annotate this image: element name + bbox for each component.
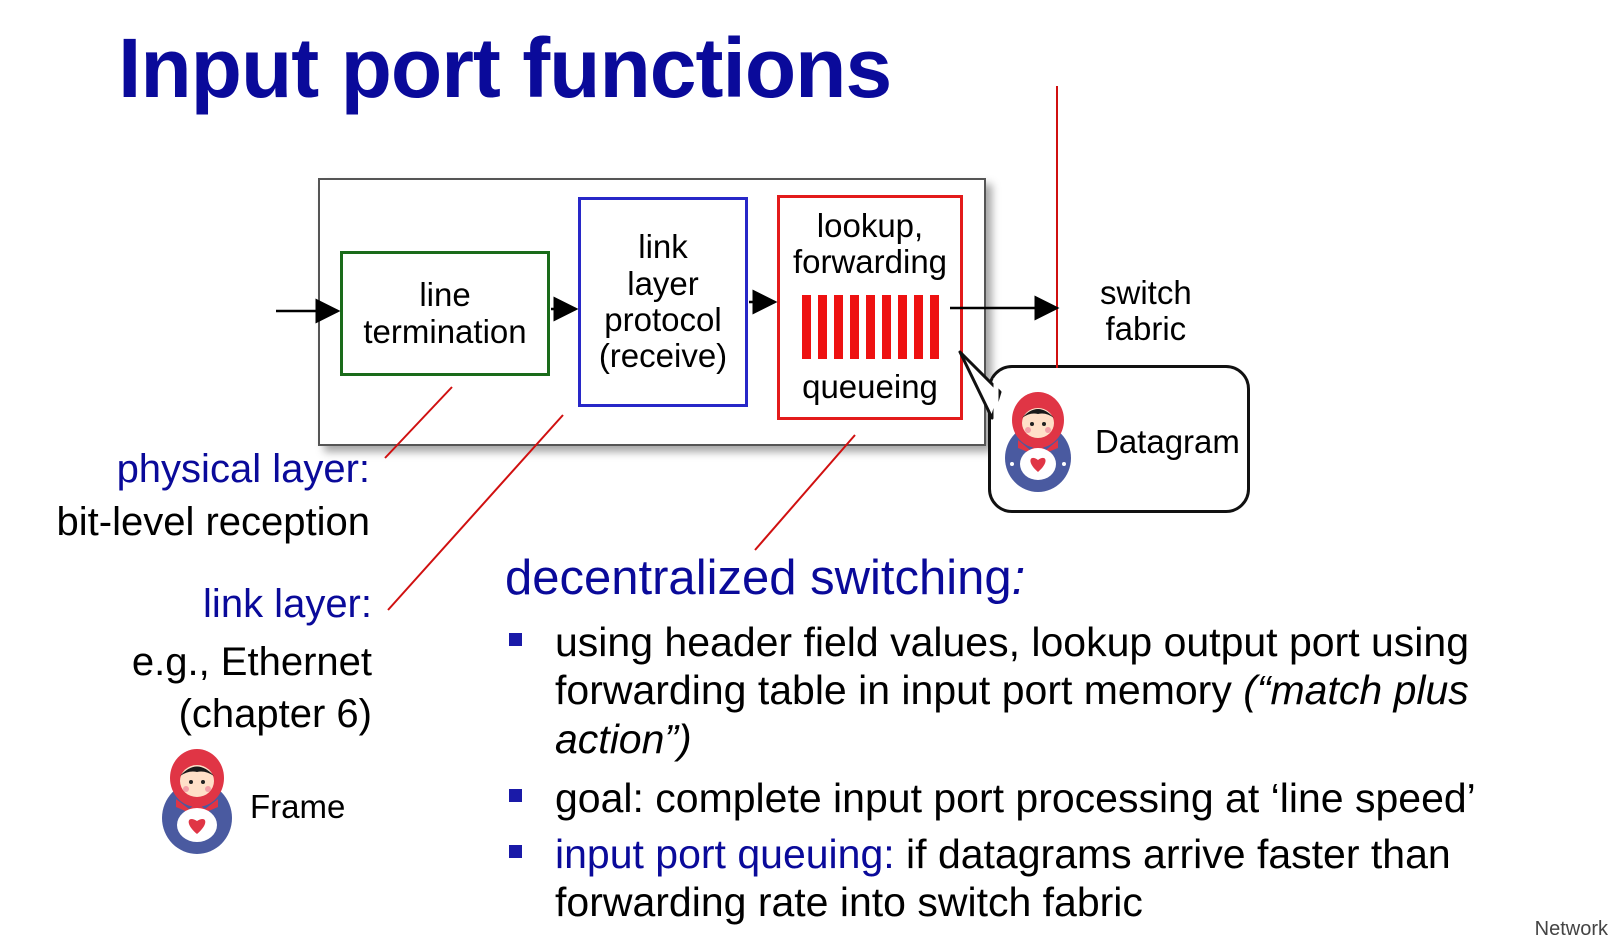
link-layer-description-2: (chapter 6) <box>178 692 372 736</box>
lookup-label-2: forwarding <box>792 243 948 281</box>
switch-fabric-label: switch fabric <box>1100 275 1192 346</box>
link-layer-label-1: link <box>638 228 688 266</box>
link-layer-label-4: (receive) <box>598 337 728 375</box>
footer-label: Network <box>1534 918 1608 940</box>
bullet-square-icon <box>509 633 522 646</box>
page-title: Input port functions <box>118 21 892 115</box>
callout-link <box>387 414 564 611</box>
bullet-highlight-text: input port queuing: <box>555 831 895 877</box>
link-layer-description-1: e.g., Ethernet <box>131 640 372 684</box>
matryoshka-doll-icon <box>1005 392 1071 492</box>
bullet-square-icon <box>509 789 522 802</box>
bullet-square-icon <box>509 845 522 858</box>
bullet-italic-text: (“match plus action”) <box>555 667 1469 762</box>
queue-bar <box>865 294 875 359</box>
switch-fabric-label-2: fabric <box>1105 309 1187 347</box>
physical-layer-heading: physical layer: <box>116 447 370 491</box>
line-termination-box: line termination <box>340 251 550 376</box>
line-termination-label-2: termination <box>363 312 527 350</box>
queue-bar <box>929 294 939 359</box>
queue-bar <box>849 294 859 359</box>
decentralized-switching-heading: decentralized switching: <box>505 550 1025 606</box>
bullet-item: goal: complete input port processing at … <box>505 774 1605 822</box>
callout-physical <box>384 386 453 459</box>
queue-bar <box>881 294 891 359</box>
bullet-text: using header field values, lookup output… <box>555 619 1470 714</box>
bullet-text: goal: complete input port processing at … <box>555 775 1476 821</box>
callout-lookup <box>754 434 856 551</box>
datagram-label: Datagram <box>1095 423 1240 460</box>
lookup-label-1: lookup, <box>816 207 924 244</box>
frame-label: Frame <box>250 788 346 825</box>
queue-bars <box>801 294 939 359</box>
bullet-text: if datagrams arrive faster than forwardi… <box>555 831 1451 926</box>
queue-bar <box>801 294 811 359</box>
queue-bar <box>913 294 923 359</box>
queue-bar <box>833 294 843 359</box>
bullet-item: input port queuing: if datagrams arrive … <box>505 830 1605 927</box>
matryoshka-doll-icon <box>162 749 232 854</box>
link-layer-protocol-box: link layer protocol (receive) <box>578 197 748 407</box>
line-termination-label-1: line <box>419 276 471 314</box>
link-layer-heading: link layer: <box>203 582 372 626</box>
bullet-item: using header field values, lookup output… <box>505 618 1605 763</box>
link-layer-label-3: protocol <box>604 301 722 338</box>
link-layer-description: e.g., Ethernet (chapter 6) <box>132 636 372 740</box>
lookup-forwarding-box: lookup, forwarding queueing <box>777 195 963 420</box>
decentralized-heading-text: decentralized switching <box>505 551 1012 605</box>
physical-layer-description: bit-level reception <box>56 500 371 544</box>
link-layer-label-2: layer <box>627 264 699 302</box>
switch-fabric-label-1: switch <box>1100 274 1192 311</box>
queueing-label: queueing <box>802 367 938 405</box>
queue-bar <box>817 294 827 359</box>
decentralized-heading-colon: : <box>1011 551 1026 605</box>
queue-bar <box>897 294 907 359</box>
